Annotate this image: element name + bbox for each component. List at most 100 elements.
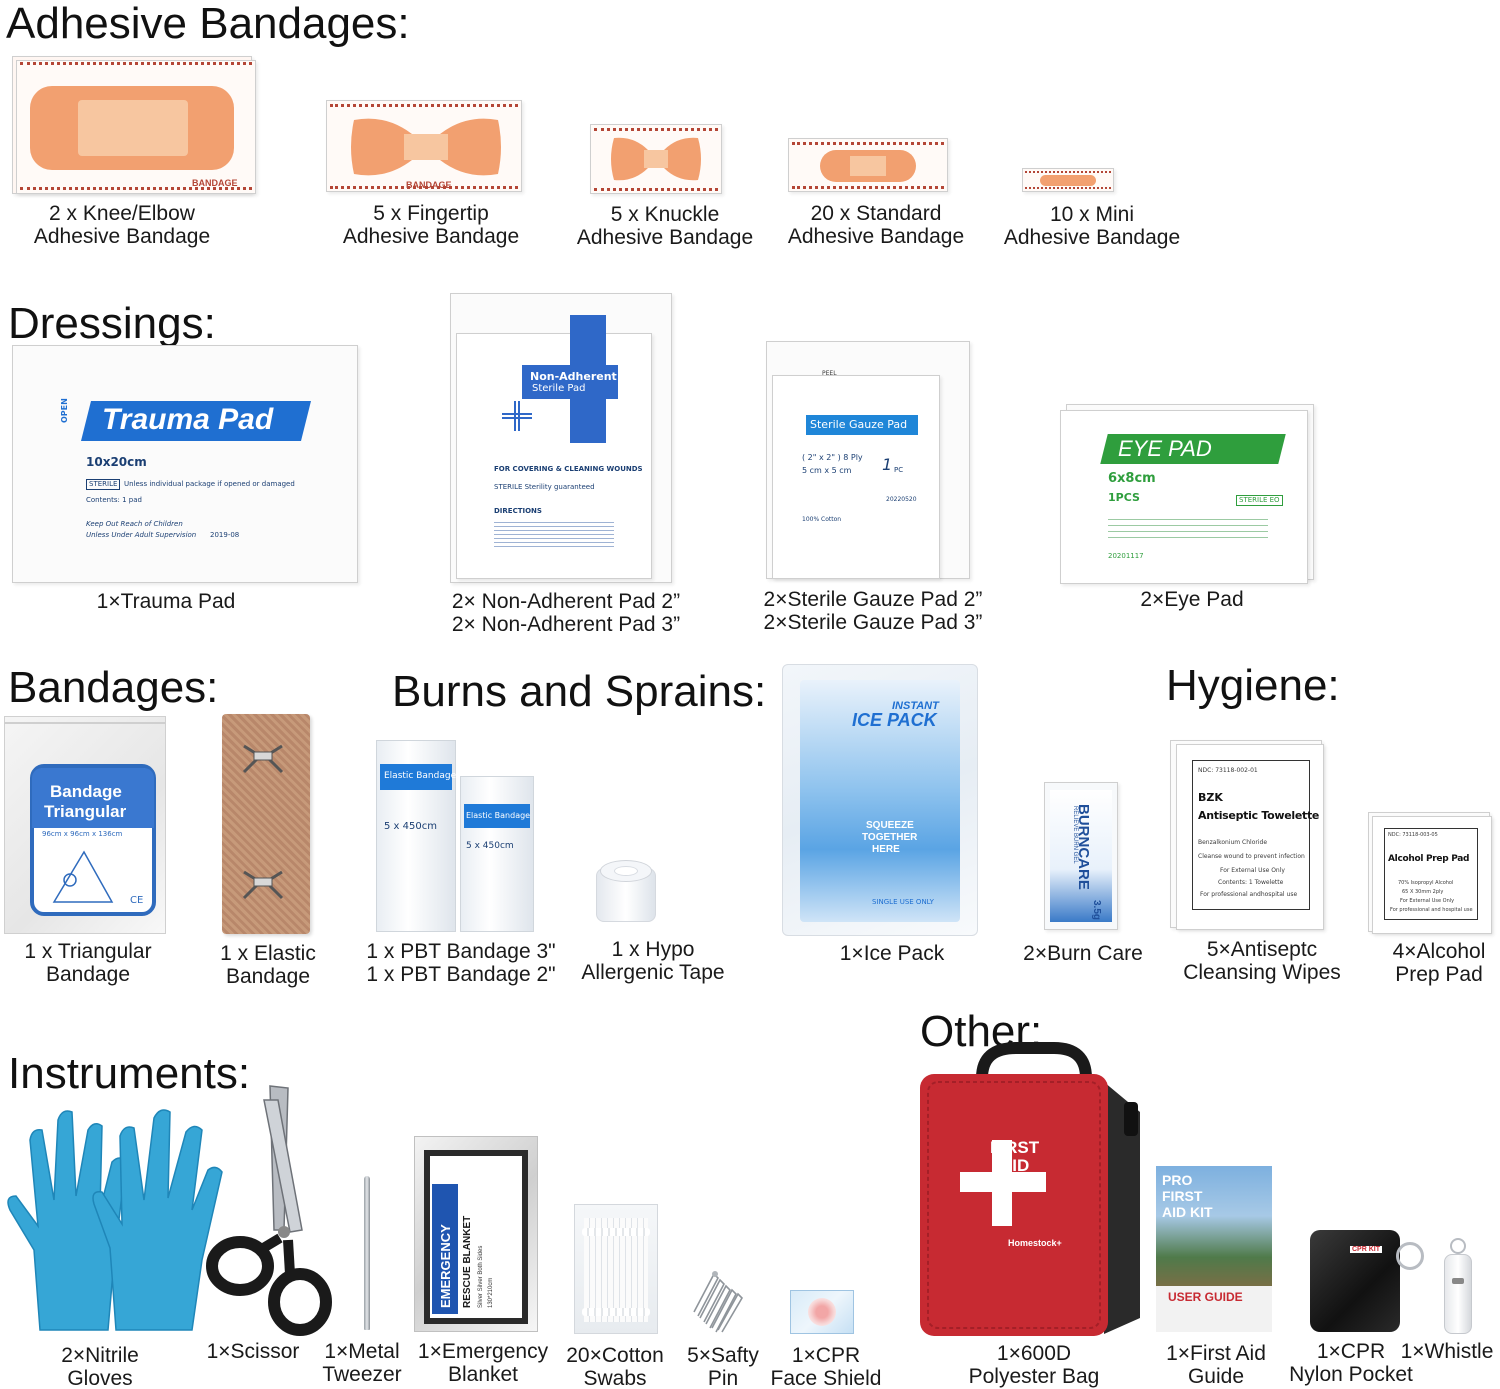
ice-pack-caption: 1×Ice Pack <box>839 942 945 965</box>
eye-pad-count: 1PCS <box>1108 491 1140 504</box>
gauze-pc: PC <box>894 466 904 474</box>
trauma-keep2: Unless Under Adult Supervision <box>86 531 197 539</box>
burn-care-sub: RELIEVE BURN GEL <box>1072 806 1078 864</box>
non-adherent-caption: 2× Non-Adherent Pad 2”2× Non-Adherent Pa… <box>451 590 681 636</box>
fingertip-bandage-image: BANDAGE <box>326 100 526 196</box>
blanket-size: 130*210cm <box>488 1277 494 1308</box>
eye-pad-image: EYE PAD 6x8cm 1PCS STERILE EO 20201117 <box>1060 404 1316 584</box>
elastic-bandage-image <box>222 714 312 936</box>
blanket-sides: Silver Silver Both Sides <box>478 1245 484 1308</box>
hypo-tape-image <box>596 858 660 926</box>
bag-brand: Homestock+ <box>1008 1238 1062 1248</box>
non-adherent-title1: Non-Adherent <box>530 370 617 383</box>
blanket-title1: EMERGENCY <box>438 1224 453 1308</box>
guide-footer: USER GUIDE <box>1168 1290 1243 1304</box>
cpr-face-shield-image <box>790 1290 856 1336</box>
eye-pad-caption: 2×Eye Pad <box>1140 588 1244 611</box>
heading-hygiene: Hygiene: <box>1166 661 1340 710</box>
non-adherent-sterile: STERILE Sterility guaranteed <box>494 483 595 491</box>
eye-pad-size: 6x8cm <box>1108 471 1156 486</box>
trauma-pad-image: OPEN Trauma Pad 10x20cm STERILE Unless i… <box>12 345 360 585</box>
heading-instruments: Instruments: <box>8 1049 251 1098</box>
ice-pack-squeeze: SQUEEZE <box>866 820 914 831</box>
non-adherent-directions: DIRECTIONS <box>494 507 542 515</box>
standard-bandage-image <box>788 138 952 196</box>
pbt-length-2in: 5 x 450cm <box>466 841 514 851</box>
mini-bandage-image <box>1022 168 1118 196</box>
heading-dressings: Dressings: <box>8 299 216 348</box>
bag-label-kit: KIT <box>1004 1174 1032 1193</box>
trauma-note: Unless individual package if opened or d… <box>124 480 295 488</box>
alcohol-line4: For professional and hospital use <box>1390 907 1473 913</box>
emergency-blanket-image: EMERGENCY RESCUE BLANKET Silver Silver B… <box>414 1136 540 1334</box>
bzk-line3: Contents: 1 Towelette <box>1218 879 1284 886</box>
pbt-bandage-image: Elastic Bandage 5 x 450cm Elastic Bandag… <box>374 740 540 936</box>
non-adherent-pad-image: Non-Adherent Sterile Pad FOR COVERING & … <box>450 293 674 585</box>
pbt-caption: 1 x PBT Bandage 3"1 x PBT Bandage 2" <box>366 940 556 986</box>
scissor-caption: 1×Scissor <box>206 1340 300 1363</box>
tweezer-image <box>360 1176 376 1334</box>
alcohol-ndc: NDC: 73118-003-05 <box>1388 832 1438 838</box>
antiseptic-wipes-image: NDC: 73118-002-01 BZK Antiseptic Towelet… <box>1170 740 1326 932</box>
knee-elbow-bandage-image: BANDAGE <box>12 56 256 196</box>
gauze-date: 20220520 <box>886 496 917 503</box>
heading-burns-sprains: Burns and Sprains: <box>392 667 767 716</box>
bzk-line1: Cleanse wound to prevent infection <box>1198 853 1305 860</box>
whistle-image <box>1440 1238 1478 1336</box>
ice-pack-here: HERE <box>872 844 900 855</box>
burn-care-weight: 3.5g <box>1091 900 1102 921</box>
gauze-metric: 5 cm x 5 cm <box>802 466 852 475</box>
bag-label-first: FIRST <box>990 1138 1040 1157</box>
cpr-pocket-image: CPR KIT <box>1310 1228 1436 1336</box>
triangular-bandage-image: Bandage Triangular 96cm x 96cm x 136cm C… <box>4 716 168 936</box>
bzk-line2: For External Use Only <box>1220 867 1285 874</box>
trauma-open-label: OPEN <box>60 398 69 423</box>
ice-pack-together: TOGETHER <box>862 832 918 843</box>
triangular-size: 96cm x 96cm x 136cm <box>42 830 123 838</box>
alcohol-line3: For External Use Only <box>1400 898 1455 904</box>
wrapper-print: BANDAGE <box>406 180 452 190</box>
alcohol-prep-pad-image: NDC: 73118-003-05 Alcohol Prep Pad 70% I… <box>1368 812 1494 936</box>
burn-care-caption: 2×Burn Care <box>1023 942 1143 965</box>
bzk-ingredient: Benzalkonium Chloride <box>1198 839 1268 846</box>
scissor-image <box>204 1080 334 1336</box>
gauze-cotton: 100% Cotton <box>802 516 842 523</box>
eye-pad-sterile: STERILE EO <box>1236 495 1283 506</box>
trauma-date: 2019-08 <box>210 531 240 539</box>
triangular-title1: Bandage <box>50 782 122 801</box>
guide-title3: AID KIT <box>1162 1204 1213 1220</box>
bzk-ndc: NDC: 73118-002-01 <box>1198 767 1258 774</box>
alcohol-line2: 65 X 30mm 2ply <box>1402 889 1444 895</box>
alcohol-line1: 70% Isopropyl Alcohol <box>1398 880 1454 886</box>
bag-label-aid: AID <box>1000 1156 1030 1175</box>
wrapper-print: BANDAGE <box>192 178 238 188</box>
ice-pack-line2: ICE PACK <box>852 710 937 730</box>
bzk-brand: BZK <box>1198 791 1223 804</box>
non-adherent-use: FOR COVERING & CLEANING WOUNDS <box>494 465 643 473</box>
first-aid-guide-image: PRO FIRST AID KIT USER GUIDE <box>1156 1166 1274 1334</box>
eye-pad-title: EYE PAD <box>1118 436 1212 461</box>
sterile-gauze-caption: 2×Sterile Gauze Pad 2”2×Sterile Gauze Pa… <box>763 588 983 634</box>
whistle-caption: 1×Whistle <box>1400 1340 1494 1363</box>
sterile-gauze-pad-image: PEEL Sterile Gauze Pad ( 2" x 2" ) 8 Ply… <box>766 341 972 581</box>
ice-pack-line1: INSTANT <box>892 700 939 712</box>
alcohol-title: Alcohol Prep Pad <box>1388 854 1470 864</box>
heading-bandages: Bandages: <box>8 663 219 712</box>
triangular-title2: Triangular <box>44 802 127 821</box>
first-aid-bag-image: FIRST AID KIT Homestock+ <box>916 1042 1146 1336</box>
bzk-line4: For professional andhospital use <box>1200 891 1298 898</box>
